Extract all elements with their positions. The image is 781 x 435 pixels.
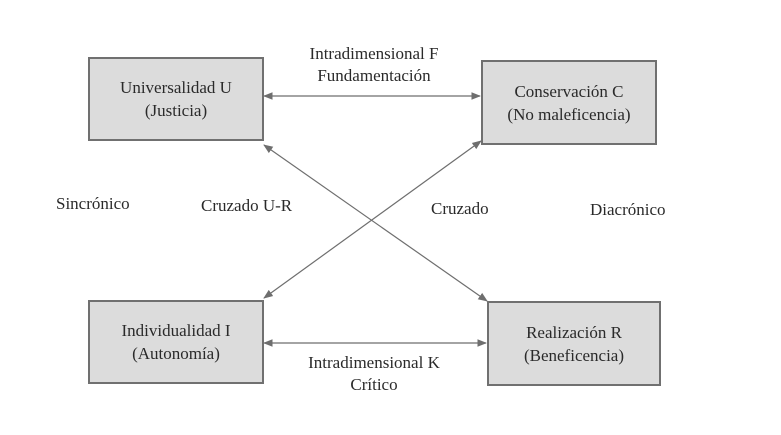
side-right-label: Diacrónico: [590, 200, 666, 219]
node-individualidad-title: Individualidad I: [121, 321, 231, 340]
node-realizacion-subtitle: (Beneficencia): [523, 345, 625, 365]
node-conservacion-title: Conservación C: [514, 81, 624, 101]
edge-cross-ur-label: Cruzado U-R: [201, 196, 293, 215]
edge-top-label: Intradimensional F Fundamentación: [310, 43, 439, 87]
node-individualidad: Individualidad I (Autonomía): [88, 300, 264, 384]
node-conservacion: Conservación C (No maleficencia): [481, 60, 657, 145]
node-universalidad-title: Universalidad U: [120, 78, 232, 97]
node-realizacion: Realización R (Beneficencia): [487, 301, 661, 386]
node-conservacion-subtitle: (No maleficencia): [507, 104, 631, 124]
edge-cross-label: Cruzado: [431, 199, 489, 218]
node-universalidad: Universalidad U (Justicia): [88, 57, 264, 141]
side-left-label: Sincrónico: [56, 194, 130, 213]
edge-bottom-line2: Crítico: [350, 375, 398, 394]
node-realizacion-title: Realización R: [526, 322, 622, 342]
edge-bottom-line1: Intradimensional K: [308, 353, 440, 372]
edge-top-line2: Fundamentación: [317, 66, 431, 85]
edge-top-line1: Intradimensional F: [309, 44, 439, 63]
node-individualidad-subtitle: (Autonomía): [132, 344, 220, 363]
edge-bottom-label: Intradimensional K Crítico: [308, 352, 440, 396]
node-universalidad-subtitle: (Justicia): [144, 101, 208, 120]
arrow-cruzado-i-c: [263, 140, 482, 299]
arrow-cruzado-u-r: [263, 144, 488, 302]
